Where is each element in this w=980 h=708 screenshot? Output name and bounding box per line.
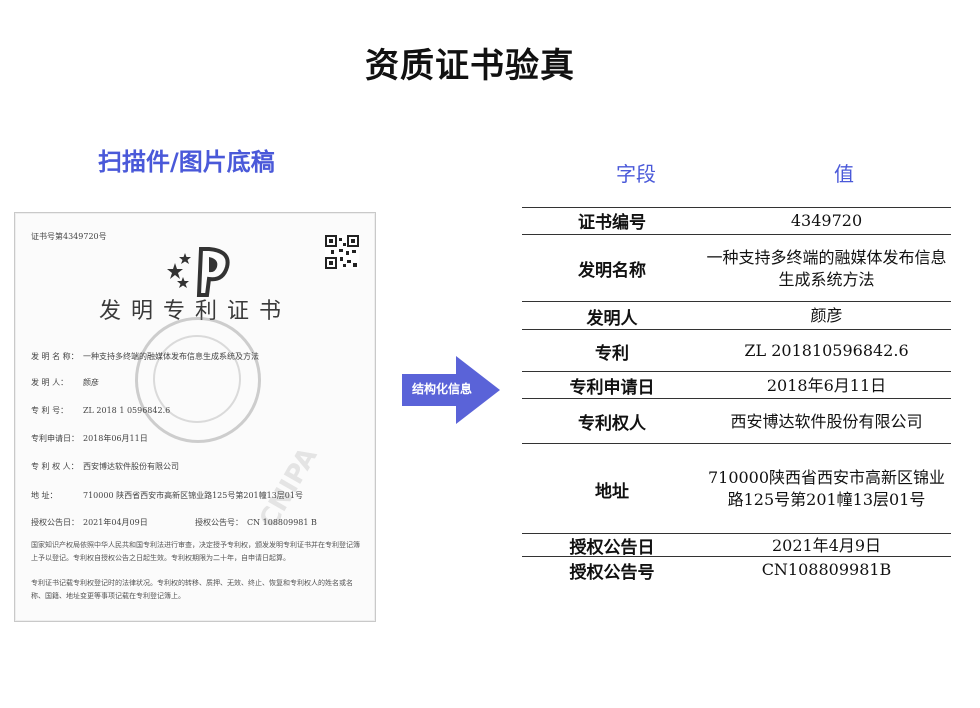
cert-paragraph: 国家知识产权局依照中华人民共和国专利法进行审查，决定授予专利权，颁发发明专利证书… [31,541,360,562]
value-column-header: 值 [834,162,854,186]
field-cell: 发明人 [586,308,638,329]
arrow-label: 结构化信息 [411,382,472,396]
right-arrow-icon [402,356,500,424]
cert-row: 发 明 名 称：一种支持多终端的融媒体发布信息生成系统及方法 [31,352,259,361]
field-cell: 授权公告日 [569,538,655,558]
cnipa-emblem-icon [167,247,230,297]
certificate-number-line: 证书号第4349720号 [31,232,107,241]
cert-row: 发 明 人：颜彦 [31,378,99,387]
page-title: 资质证书验真 [365,46,575,86]
value-cell: 2018年6月11日 [766,375,887,395]
table-row: 发明人 颜彦 [522,303,951,330]
cert-row: 授权公告号：CN 108809981 B [195,518,317,527]
table-row: 授权公告日 2021年4月9日 [522,535,951,558]
table-row: 专利权人 西安博达软件股份有限公司 [522,400,951,444]
field-cell: 授权公告号 [569,562,655,583]
cert-paragraph: 专利证书记载专利权登记时的法律状况。专利权的转移、质押、无效、终止、恢复和专利权… [31,579,353,600]
table-top-rule [522,207,951,208]
value-cell: 西安博达软件股份有限公司 [730,411,923,431]
cert-row: 专利申请日：2018年06月11日 [31,434,148,443]
cert-row: 授权公告日：2021年04月09日 [31,518,148,527]
table-row: 授权公告号 CN108809981B [522,558,951,583]
field-cell: 专利申请日 [569,378,655,398]
scan-heading: 扫描件/图片底稿 [98,148,275,176]
field-cell: 地址 [595,481,629,502]
table-row: 证书编号 4349720 [522,207,951,235]
table-row: 地址 710000陕西省西安市高新区锦业路125号第201幢13层01号 [522,445,951,534]
cert-row: 专 利 权 人：西安博达软件股份有限公司 [31,462,179,471]
cert-row: 地 址：710000 陕西省西安市高新区锦业路125号第201幢13层01号 [31,491,303,500]
field-cell: 发明名称 [578,261,646,281]
value-cell: 一种支持多终端的融媒体发布信息生成系统方法 [706,247,947,289]
field-column-header: 字段 [616,162,656,186]
cert-row: 专 利 号：ZL 2018 1 0596842.6 [31,406,171,415]
official-seal-inner [153,335,241,423]
qr-code-icon [325,235,359,269]
value-cell: ZL 201810596842.6 [744,341,909,360]
value-cell: 4349720 [790,210,863,230]
table-row: 专利申请日 2018年6月11日 [522,373,951,399]
value-cell: 710000陕西省西安市高新区锦业路125号第201幢13层01号 [707,468,946,509]
value-cell: 2021年4月9日 [771,535,882,555]
table-row: 专利 ZL 201810596842.6 [522,331,951,372]
field-cell: 专利 [595,343,629,364]
field-cell: 专利权人 [578,414,646,434]
value-cell: 颜彦 [810,306,843,325]
table-row: 发明名称 一种支持多终端的融媒体发布信息生成系统方法 [522,236,951,302]
official-seal [135,317,261,443]
field-cell: 证书编号 [578,213,646,233]
value-cell: CN108809981B [761,560,892,579]
certificate-scan: 证书号第4349720号 发明专利证书 CNIPA 发 明 名 称：一种支持多终… [14,212,376,622]
